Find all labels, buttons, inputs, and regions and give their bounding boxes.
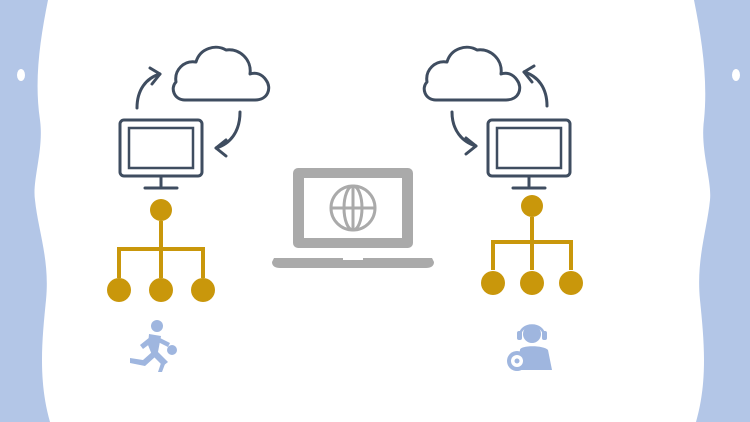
left-sync-arrows-icon — [135, 66, 242, 158]
right-sync-arrows-icon — [450, 64, 549, 156]
right-side-panel — [694, 0, 750, 422]
right-network-hierarchy-icon — [481, 195, 583, 295]
right-cloud-icon — [422, 45, 522, 102]
globe-icon — [329, 184, 377, 232]
dj-headphones-icon — [507, 324, 552, 371]
runner-with-bag-icon — [130, 320, 177, 372]
left-panel-dot — [17, 69, 25, 81]
left-cloud-icon — [171, 45, 271, 102]
left-side-panel — [0, 0, 50, 422]
left-network-hierarchy-icon — [107, 199, 215, 302]
right-panel-dot — [732, 69, 740, 81]
right-monitor-icon — [486, 118, 572, 190]
left-monitor-icon — [118, 118, 204, 190]
